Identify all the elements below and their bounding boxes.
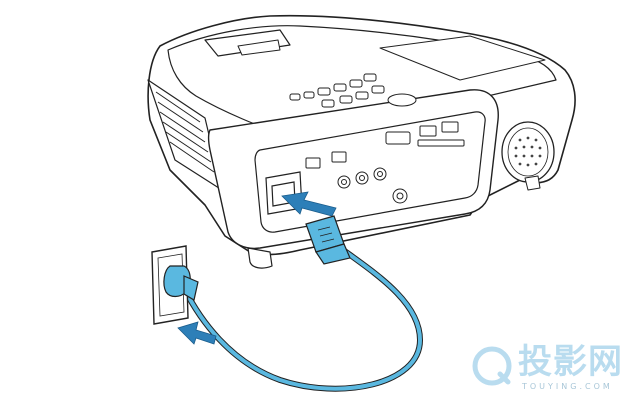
power-cable-icon xyxy=(181,215,424,392)
ports xyxy=(305,121,465,204)
watermark-name: 投影网 xyxy=(518,342,623,382)
vent-slats xyxy=(155,91,215,173)
watermark-domain: TOUYING.COM xyxy=(522,382,613,391)
arrow-icon xyxy=(177,321,217,345)
speaker-grille xyxy=(514,136,542,167)
watermark: 投影网 TOUYING.COM xyxy=(470,340,630,400)
arrow-icon xyxy=(281,191,337,217)
watermark-logo-icon xyxy=(472,346,512,386)
wall-outlet-icon xyxy=(151,245,199,325)
projector-icon xyxy=(147,14,576,269)
control-buttons xyxy=(289,73,417,108)
